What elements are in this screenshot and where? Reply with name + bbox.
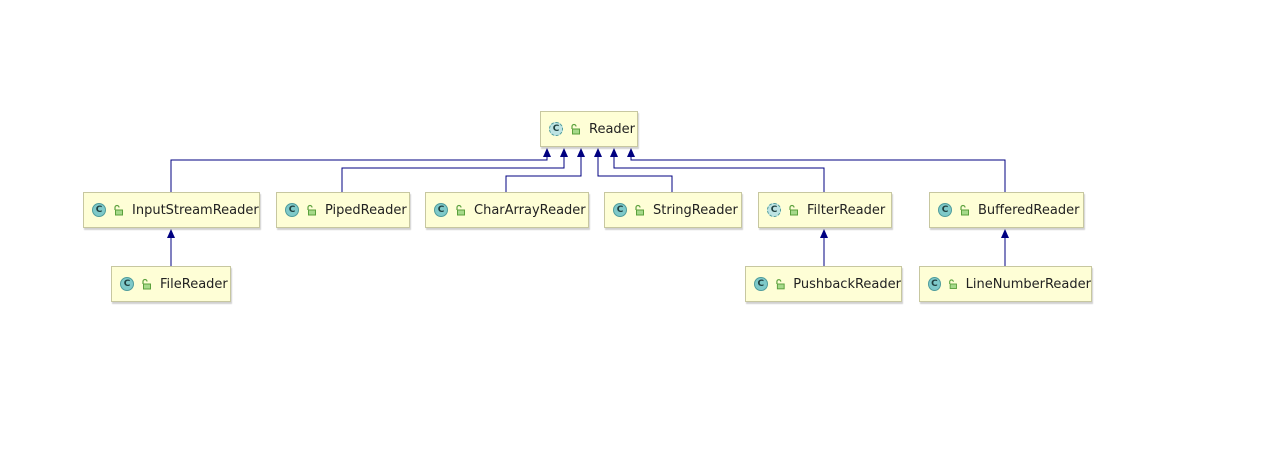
public-lock-icon (635, 204, 644, 216)
class-name: LineNumberReader (965, 276, 1091, 292)
edge-line (505, 157, 582, 192)
class-name: Reader (589, 121, 636, 137)
class-name: CharArrayReader (474, 202, 586, 218)
abstract-class-icon: C (767, 203, 781, 217)
edge-inputstreamreader-extends-reader (170, 148, 551, 192)
class-node-chararrayreader[interactable]: C CharArrayReader (425, 192, 589, 228)
class-node-filereader[interactable]: C FileReader (111, 266, 231, 302)
inheritance-arrowhead (1001, 229, 1009, 238)
class-node-bufferedreader[interactable]: C BufferedReader (929, 192, 1084, 228)
public-lock-icon (142, 278, 151, 290)
inheritance-arrowhead (610, 148, 618, 157)
edge-line (613, 157, 825, 192)
class-icon: C (613, 203, 627, 217)
class-name: InputStreamReader (132, 202, 259, 218)
inheritance-arrowhead (594, 148, 602, 157)
class-node-pushbackreader[interactable]: C PushbackReader (745, 266, 902, 302)
class-name: FilterReader (807, 202, 886, 218)
inheritance-arrowhead (167, 229, 175, 238)
inheritance-arrowhead (627, 148, 635, 157)
public-lock-icon (571, 123, 580, 135)
public-lock-icon (307, 204, 316, 216)
inheritance-arrowhead (577, 148, 585, 157)
class-icon: C (120, 277, 134, 291)
class-icon: C (92, 203, 106, 217)
edge-filterreader-extends-reader (610, 148, 825, 192)
class-name: BufferedReader (978, 202, 1080, 218)
public-lock-icon (960, 204, 969, 216)
class-name: StringReader (653, 202, 738, 218)
class-icon: C (928, 277, 941, 291)
edge-bufferedreader-extends-reader (627, 148, 1006, 192)
inheritance-arrowhead (543, 148, 551, 157)
class-icon: C (754, 277, 768, 291)
class-name: PushbackReader (793, 276, 901, 292)
class-node-stringreader[interactable]: C StringReader (604, 192, 742, 228)
inheritance-arrowhead (560, 148, 568, 157)
public-lock-icon (114, 204, 123, 216)
class-node-filterreader[interactable]: C FilterReader (758, 192, 892, 228)
edge-stringreader-extends-reader (594, 148, 673, 192)
class-node-reader[interactable]: C Reader (540, 111, 638, 147)
class-node-pipedreader[interactable]: C PipedReader (276, 192, 410, 228)
class-icon: C (938, 203, 952, 217)
edge-line (597, 157, 673, 192)
inheritance-arrowhead (820, 229, 828, 238)
class-icon: C (285, 203, 299, 217)
edge-chararrayreader-extends-reader (505, 148, 585, 192)
public-lock-icon (948, 279, 957, 289)
edge-pushbackreader-extends-filterreader (820, 229, 828, 266)
class-icon: C (434, 203, 448, 217)
edge-filereader-extends-inputstreamreader (167, 229, 175, 266)
class-node-linenumberreader[interactable]: C LineNumberReader (919, 266, 1092, 302)
edge-pipedreader-extends-reader (341, 148, 568, 192)
public-lock-icon (775, 279, 785, 290)
edge-linenumberreader-extends-bufferedreader (1001, 229, 1009, 266)
edge-line (341, 157, 565, 192)
edge-line (170, 157, 548, 192)
edge-line (630, 157, 1006, 192)
class-name: PipedReader (325, 202, 407, 218)
class-name: FileReader (160, 276, 228, 292)
abstract-class-icon: C (549, 122, 563, 136)
class-node-inputstreamreader[interactable]: C InputStreamReader (83, 192, 260, 228)
public-lock-icon (789, 204, 798, 216)
public-lock-icon (456, 204, 465, 216)
